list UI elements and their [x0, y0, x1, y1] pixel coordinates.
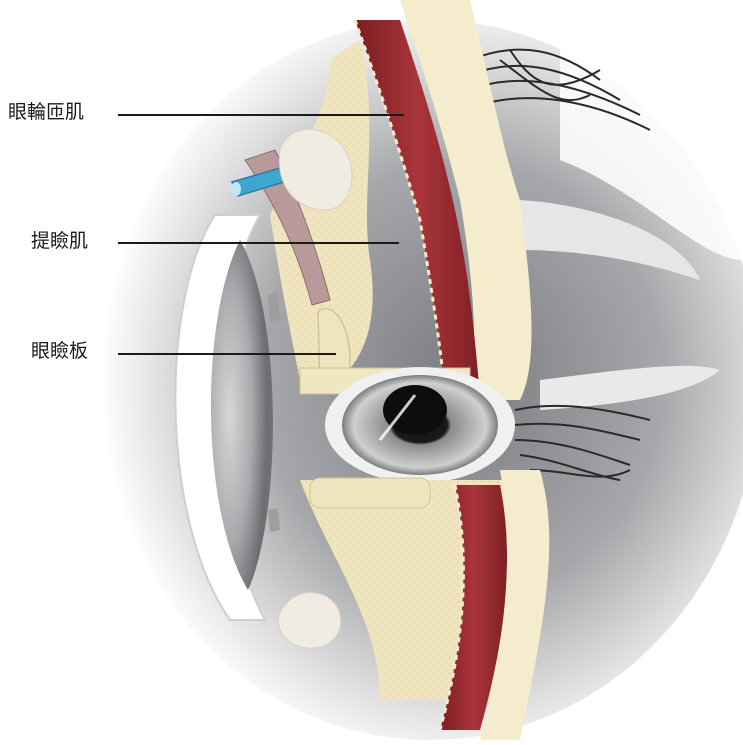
leader-line-levator: [118, 242, 399, 244]
label-tarsus: 眼瞼板: [31, 342, 88, 361]
label-levator: 提瞼肌: [31, 232, 88, 251]
pupil: [383, 385, 447, 435]
leader-line-orbicularis: [118, 114, 404, 116]
leader-line-tarsus: [118, 353, 336, 355]
label-orbicularis: 眼輪匝肌: [8, 103, 84, 122]
